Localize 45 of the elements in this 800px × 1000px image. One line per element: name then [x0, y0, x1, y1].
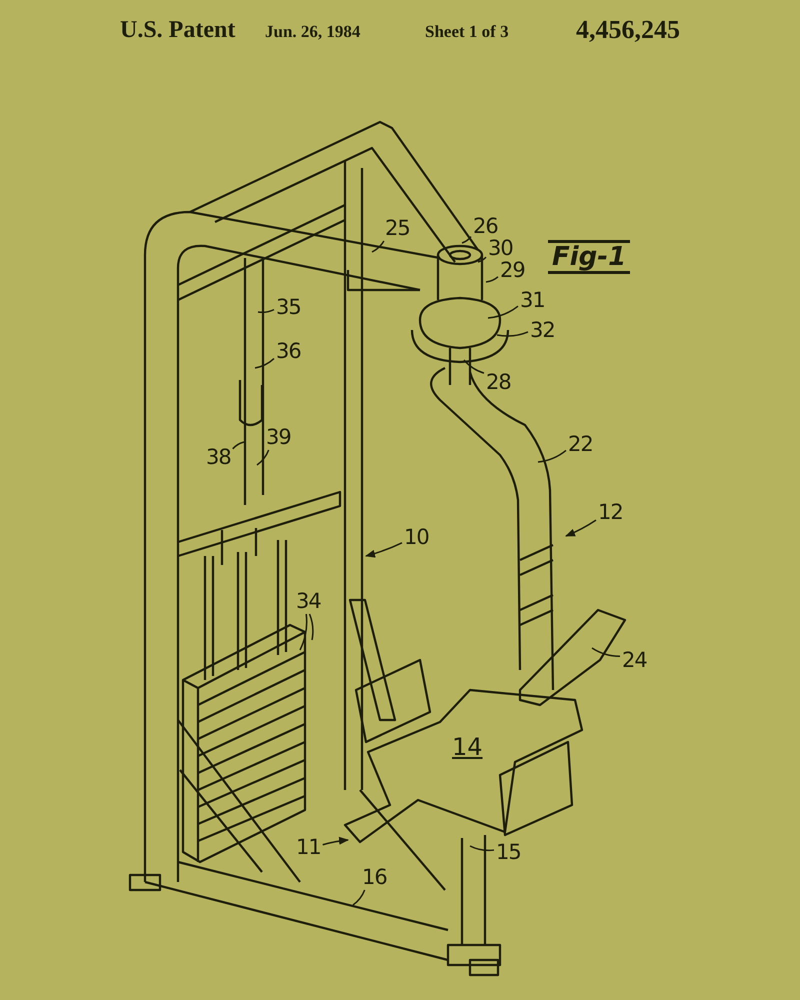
callout-number: 26 — [473, 216, 498, 237]
leader-line — [254, 358, 274, 369]
callout-number: 30 — [488, 238, 513, 259]
leader-line — [470, 845, 494, 852]
callout-number: 11 — [296, 837, 321, 858]
leader-line — [256, 450, 270, 466]
callout-number: 28 — [486, 372, 511, 393]
callout-number: 29 — [500, 260, 525, 281]
callout-number: 39 — [266, 427, 291, 448]
leader-line — [478, 256, 487, 263]
callout-number: 35 — [276, 297, 301, 318]
callout-number: 38 — [206, 447, 231, 468]
leader-line — [592, 647, 620, 657]
callout-number: 32 — [530, 320, 555, 341]
leader-line — [463, 360, 484, 374]
leader-line — [365, 542, 402, 558]
leader-line — [308, 614, 314, 640]
leader-line — [538, 450, 566, 463]
leader-line — [488, 306, 518, 319]
part-number: 14 — [452, 735, 483, 759]
header-text: 4,456,245 — [576, 17, 680, 43]
leader-line — [322, 836, 349, 846]
leader-line — [496, 331, 528, 337]
leader-line — [299, 614, 308, 650]
leader-line — [486, 276, 498, 283]
header-text: Sheet 1 of 3 — [425, 23, 509, 40]
leader-line — [565, 519, 596, 537]
callout-number: 12 — [598, 502, 623, 523]
callout-number: 15 — [496, 842, 521, 863]
callout-number: 10 — [404, 527, 429, 548]
callout-number: 31 — [520, 290, 545, 311]
figure-label: Fig-1 — [548, 240, 630, 274]
callout-number: 36 — [276, 341, 301, 362]
callout-number: 22 — [568, 434, 593, 455]
callout-number: 34 — [296, 591, 321, 612]
leader-line — [232, 441, 244, 450]
leader-line — [372, 240, 385, 253]
leader-line — [258, 308, 274, 314]
callout-number: 24 — [622, 650, 647, 671]
leader-line — [352, 890, 366, 906]
header-text: Jun. 26, 1984 — [265, 23, 360, 40]
header-text: U.S. Patent — [120, 18, 236, 42]
callout-number: 16 — [362, 867, 387, 888]
leader-line — [462, 236, 472, 244]
callout-number: 25 — [385, 218, 410, 239]
